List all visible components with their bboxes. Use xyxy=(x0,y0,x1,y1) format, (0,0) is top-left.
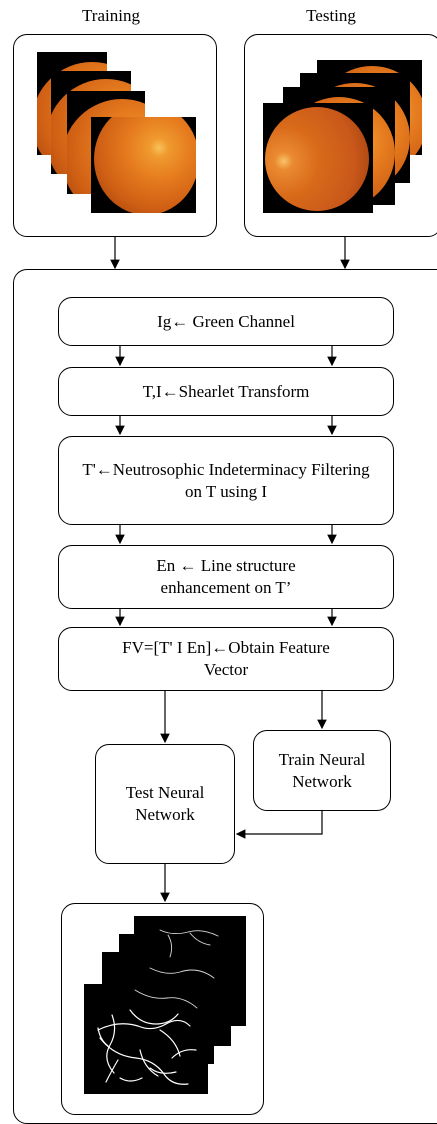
shearlet-transform-step: T,I←Shearlet Transform xyxy=(58,367,394,416)
vessel-trees xyxy=(97,929,219,1085)
output-image-4 xyxy=(84,984,208,1094)
neutrosophic-filtering-step: T'←Neutrosophic Indeterminacy Filtering … xyxy=(58,436,394,525)
testing-image-4 xyxy=(263,103,373,213)
test-neural-network-step: Test Neural Network xyxy=(95,744,235,864)
testing-label: Testing xyxy=(306,6,356,25)
training-images-frame xyxy=(13,34,217,237)
training-image-4 xyxy=(91,117,196,213)
line-enhancement-step: En ← Line structure enhancement on T’ xyxy=(58,545,394,609)
training-label: Training xyxy=(82,6,140,25)
feature-vector-step: FV=[T' I En]←Obtain Feature Vector xyxy=(58,627,394,691)
train-neural-network-step: Train Neural Network xyxy=(253,730,391,811)
testing-images-frame xyxy=(244,34,437,237)
green-channel-step: Ig← Green Channel xyxy=(58,297,394,346)
output-images-frame xyxy=(61,903,264,1115)
